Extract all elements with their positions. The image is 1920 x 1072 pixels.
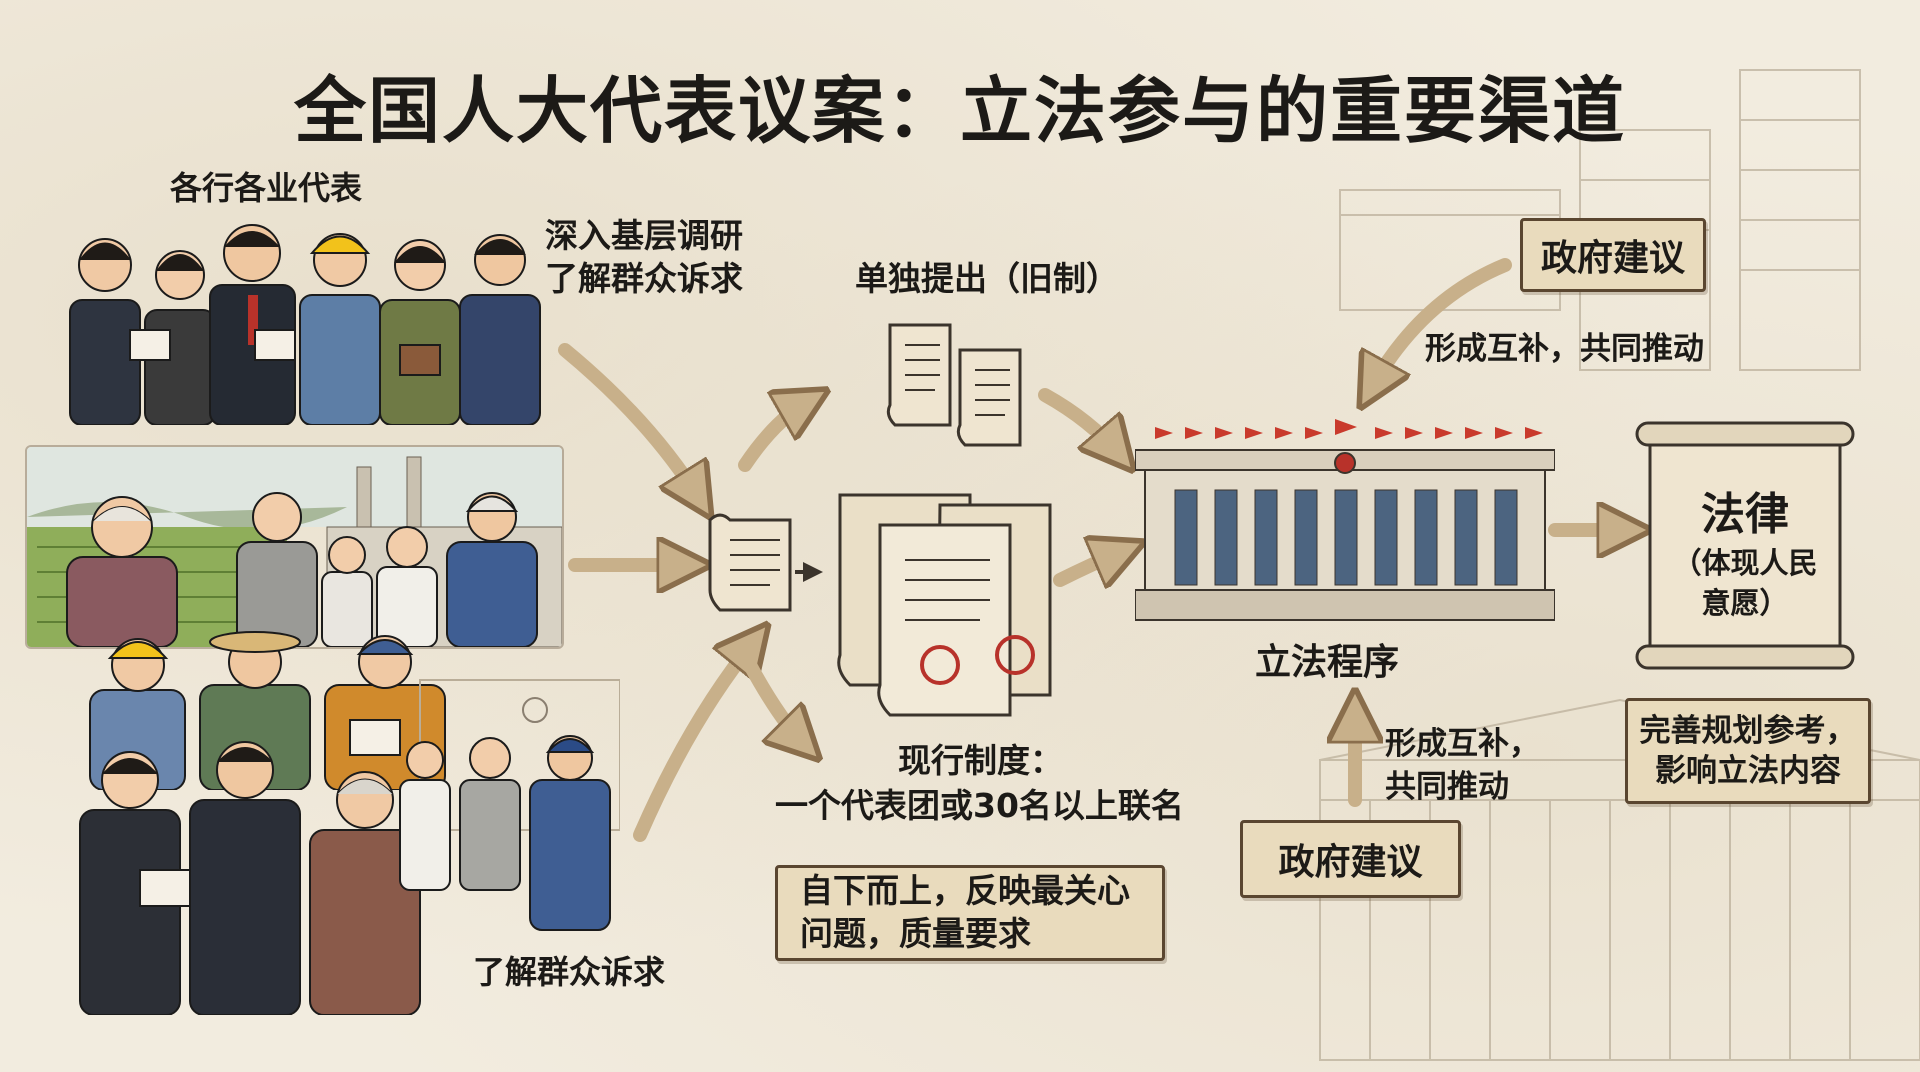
individual-label: 单独提出（旧制）	[855, 259, 1119, 298]
arrow-proposal-to-current	[743, 658, 805, 745]
law-subtitle-2: 意愿）	[1701, 586, 1789, 620]
officials-elderly-scene	[60, 670, 620, 1015]
great-hall-building-icon	[1135, 419, 1555, 621]
arrow-proposal-to-individual	[738, 400, 810, 472]
planning-text-1: 完善规划参考，	[1639, 712, 1857, 749]
person-figure-3	[209, 224, 296, 425]
seal-icon	[920, 645, 960, 685]
representatives-label: 各行各业代表	[170, 169, 363, 207]
bottom-left-label: 了解群众诉求	[473, 953, 666, 991]
legislative-process-label: 立法程序	[1255, 642, 1400, 683]
law-scroll-icon	[1635, 421, 1855, 670]
person-figure-5	[379, 239, 461, 425]
seal-icon	[995, 635, 1035, 675]
current-system-label-1: 现行制度：	[898, 741, 1063, 780]
bottom-up-text-2: 问题，质量要求	[800, 914, 1031, 953]
person-figure-1	[69, 238, 141, 425]
individual-scrolls-icon	[886, 323, 1022, 447]
joint-proposal-scrolls-icon	[837, 493, 1052, 717]
government-suggestion-box-bottom: 政府建议	[1240, 820, 1461, 898]
arrow-workers-to-proposal	[633, 640, 755, 842]
research-label-1: 深入基层调研	[545, 216, 743, 255]
government-suggestion-box-top: 政府建议	[1520, 218, 1706, 292]
complement-label-bottom-2: 共同推动	[1385, 769, 1509, 805]
complement-label-bottom-1: 形成互补，	[1385, 726, 1540, 762]
arrow-reps-to-proposal	[558, 343, 700, 500]
person-figure-6	[459, 234, 541, 425]
arrow-govtop-to-hall	[1370, 258, 1512, 390]
arrow-individual-to-hall	[1038, 388, 1120, 455]
law-title: 法律	[1701, 489, 1789, 540]
complement-label-top: 形成互补，共同推动	[1425, 331, 1704, 367]
proposal-document-icon	[708, 513, 792, 612]
field-factory-scene	[25, 445, 564, 649]
research-label-2: 了解群众诉求	[545, 259, 743, 298]
planning-text-2: 影响立法内容	[1655, 753, 1841, 789]
person-figure-4	[299, 233, 381, 425]
page-title: 全国人大代表议案：立法参与的重要渠道	[293, 69, 1626, 153]
bottom-up-text-1: 自下而上，反映最关心	[800, 871, 1130, 911]
current-system-label-2: 一个代表团或30名以上联名	[775, 786, 1184, 825]
bottom-up-box: 自下而上，反映最关心 问题，质量要求	[775, 865, 1165, 961]
law-subtitle-1: （体现人民	[1672, 546, 1818, 580]
representatives-illustration	[69, 224, 541, 425]
planning-reference-box: 完善规划参考， 影响立法内容	[1625, 698, 1871, 804]
arrow-joint-to-hall	[1053, 550, 1125, 580]
